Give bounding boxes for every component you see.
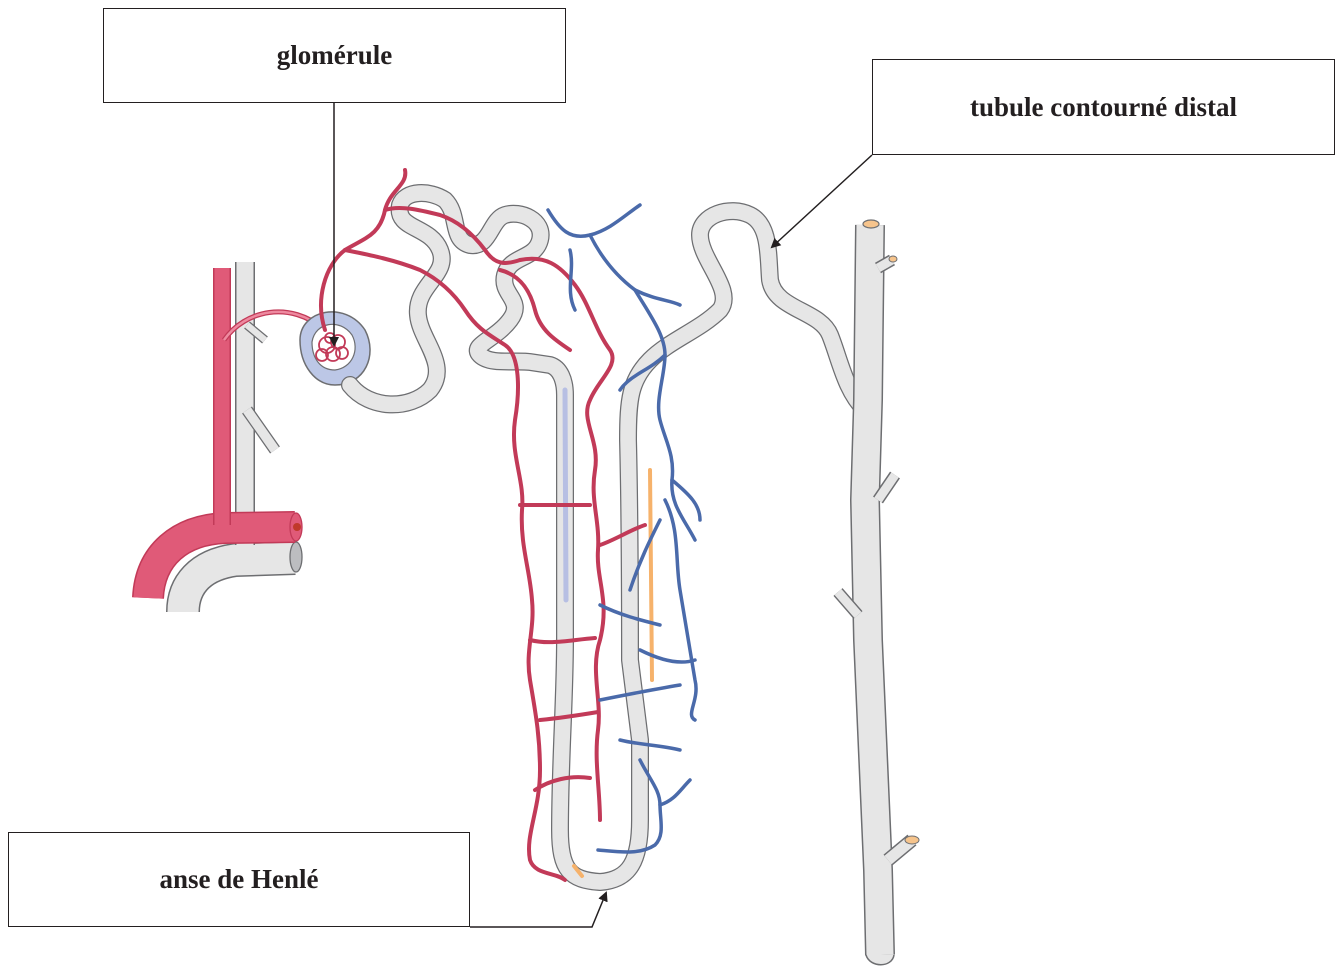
leader-line-henle	[470, 893, 606, 927]
label-glomerule-text: glomérule	[277, 40, 392, 71]
collecting-duct	[838, 220, 919, 965]
descending-limb-strip	[565, 390, 566, 600]
label-loop-of-henle: anse de Henlé	[8, 832, 470, 927]
proximal-tubule	[350, 193, 865, 882]
peritubular-capillaries-arterial	[321, 170, 645, 880]
label-distal-tubule: tubule contourné distal	[872, 59, 1335, 155]
ascending-limb-strip	[650, 470, 652, 680]
label-glomerule: glomérule	[103, 8, 566, 103]
label-distal-tubule-text: tubule contourné distal	[970, 92, 1237, 123]
label-loop-of-henle-text: anse de Henlé	[160, 864, 319, 895]
